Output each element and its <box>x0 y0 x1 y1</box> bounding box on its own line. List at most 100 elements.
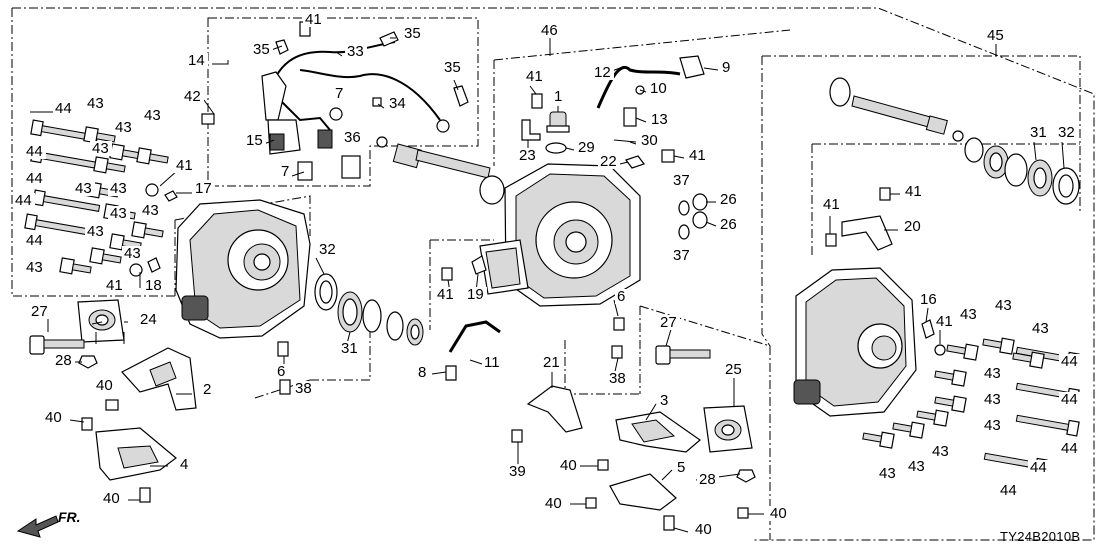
part-number-label[interactable]: 7 <box>335 85 343 102</box>
part-number-label[interactable]: 41 <box>905 183 922 200</box>
part-number-label[interactable]: 28 <box>699 471 716 488</box>
part-number-label[interactable]: 35 <box>444 59 461 76</box>
part-number-label[interactable]: 31 <box>1030 124 1047 141</box>
part-number-label[interactable]: 43 <box>142 202 159 219</box>
part-number-label[interactable]: 44 <box>26 232 43 249</box>
part-number-label[interactable]: 43 <box>92 140 109 157</box>
part-number-label[interactable]: 43 <box>144 107 161 124</box>
part-number-label[interactable]: 15 <box>246 132 263 149</box>
part-number-label[interactable]: 26 <box>720 216 737 233</box>
part-number-label[interactable]: 40 <box>545 495 562 512</box>
part-number-label[interactable]: 6 <box>277 363 285 380</box>
part-number-label[interactable]: 11 <box>484 354 500 371</box>
part-number-label[interactable]: 44 <box>26 143 43 160</box>
part-number-label[interactable]: 9 <box>722 59 730 76</box>
part-number-label[interactable]: 43 <box>1032 320 1049 337</box>
part-number-label[interactable]: 43 <box>879 465 896 482</box>
part-number-label[interactable]: 44 <box>26 170 43 187</box>
part-number-label[interactable]: 27 <box>660 314 677 331</box>
part-number-label[interactable]: 40 <box>695 521 712 538</box>
part-number-label[interactable]: 43 <box>87 95 104 112</box>
part-number-label[interactable]: 46 <box>541 22 558 39</box>
part-number-label[interactable]: 44 <box>1061 391 1078 408</box>
part-number-label[interactable]: 12 <box>594 64 611 81</box>
part-number-label[interactable]: 43 <box>110 205 127 222</box>
part-number-label[interactable]: 40 <box>45 409 62 426</box>
part-number-label[interactable]: 44 <box>1061 440 1078 457</box>
part-number-label[interactable]: 25 <box>725 361 742 378</box>
part-number-label[interactable]: 43 <box>984 365 1001 382</box>
part-number-label[interactable]: 17 <box>195 180 212 197</box>
part-number-label[interactable]: 40 <box>560 457 577 474</box>
part-number-label[interactable]: 31 <box>341 340 358 357</box>
part-number-label[interactable]: 32 <box>319 241 336 258</box>
part-number-label[interactable]: 24 <box>140 311 157 328</box>
part-number-label[interactable]: 19 <box>467 286 484 303</box>
part-number-label[interactable]: 23 <box>519 147 536 164</box>
part-number-label[interactable]: 34 <box>389 95 406 112</box>
part-number-label[interactable]: 41 <box>437 286 454 303</box>
part-number-label[interactable]: 38 <box>609 370 626 387</box>
part-number-label[interactable]: 33 <box>347 43 364 60</box>
part-number-label[interactable]: 13 <box>651 111 668 128</box>
part-number-label[interactable]: 7 <box>281 163 289 180</box>
part-number-label[interactable]: 41 <box>106 277 123 294</box>
part-number-label[interactable]: 44 <box>15 192 32 209</box>
part-number-label[interactable]: 44 <box>55 100 72 117</box>
part-number-label[interactable]: 40 <box>96 377 113 394</box>
part-number-label[interactable]: 43 <box>960 306 977 323</box>
part-number-label[interactable]: 40 <box>770 505 787 522</box>
part-number-label[interactable]: 30 <box>641 132 658 149</box>
part-number-label[interactable]: 38 <box>295 380 312 397</box>
part-number-label[interactable]: 3 <box>660 392 668 409</box>
part-number-label[interactable]: 41 <box>689 147 706 164</box>
part-number-label[interactable]: 42 <box>184 88 201 105</box>
part-number-label[interactable]: 22 <box>600 153 617 170</box>
part-number-label[interactable]: 35 <box>404 25 421 42</box>
part-number-label[interactable]: 27 <box>31 303 48 320</box>
part-number-label[interactable]: 14 <box>188 52 205 69</box>
part-number-label[interactable]: 21 <box>543 354 560 371</box>
part-number-label[interactable]: 8 <box>418 364 426 381</box>
part-number-label[interactable]: 43 <box>984 417 1001 434</box>
part-number-label[interactable]: 44 <box>1000 482 1017 499</box>
part-number-label[interactable]: 45 <box>987 27 1004 44</box>
part-number-label[interactable]: 18 <box>145 277 162 294</box>
part-number-label[interactable]: 1 <box>554 88 562 105</box>
part-number-label[interactable]: 44 <box>1061 353 1078 370</box>
part-number-label[interactable]: 4 <box>180 456 188 473</box>
part-number-label[interactable]: 5 <box>677 459 685 476</box>
part-number-label[interactable]: 39 <box>509 463 526 480</box>
part-number-label[interactable]: 26 <box>720 191 737 208</box>
part-number-label[interactable]: 29 <box>578 139 595 156</box>
part-number-label[interactable]: 32 <box>1058 124 1075 141</box>
part-number-label[interactable]: 43 <box>75 180 92 197</box>
part-number-label[interactable]: 36 <box>344 129 361 146</box>
part-number-label[interactable]: 37 <box>673 247 690 264</box>
part-number-label[interactable]: 41 <box>526 68 543 85</box>
part-number-label[interactable]: 43 <box>984 391 1001 408</box>
part-number-label[interactable]: 16 <box>920 291 937 308</box>
part-number-label[interactable]: 43 <box>26 259 43 276</box>
part-number-label[interactable]: 43 <box>995 297 1012 314</box>
part-number-label[interactable]: 10 <box>650 80 667 97</box>
part-number-label[interactable]: 40 <box>103 490 120 507</box>
part-number-label[interactable]: 28 <box>55 352 72 369</box>
part-number-label[interactable]: 43 <box>87 223 104 240</box>
part-number-label[interactable]: 44 <box>1030 459 1047 476</box>
part-number-label[interactable]: 37 <box>673 172 690 189</box>
part-number-label[interactable]: 35 <box>253 41 270 58</box>
part-number-label[interactable]: 41 <box>305 11 322 28</box>
part-number-label[interactable]: 43 <box>908 458 925 475</box>
part-number-label[interactable]: 41 <box>176 157 193 174</box>
part-number-label[interactable]: 43 <box>110 180 127 197</box>
part-label-bg <box>693 522 715 537</box>
part-number-label[interactable]: 41 <box>823 196 840 213</box>
part-number-label[interactable]: 43 <box>124 245 141 262</box>
part-number-label[interactable]: 2 <box>203 381 211 398</box>
part-number-label[interactable]: 6 <box>617 288 625 305</box>
part-number-label[interactable]: 43 <box>115 119 132 136</box>
part-number-label[interactable]: 43 <box>932 443 949 460</box>
part-number-label[interactable]: 20 <box>904 218 921 235</box>
part-number-label[interactable]: 41 <box>936 313 953 330</box>
